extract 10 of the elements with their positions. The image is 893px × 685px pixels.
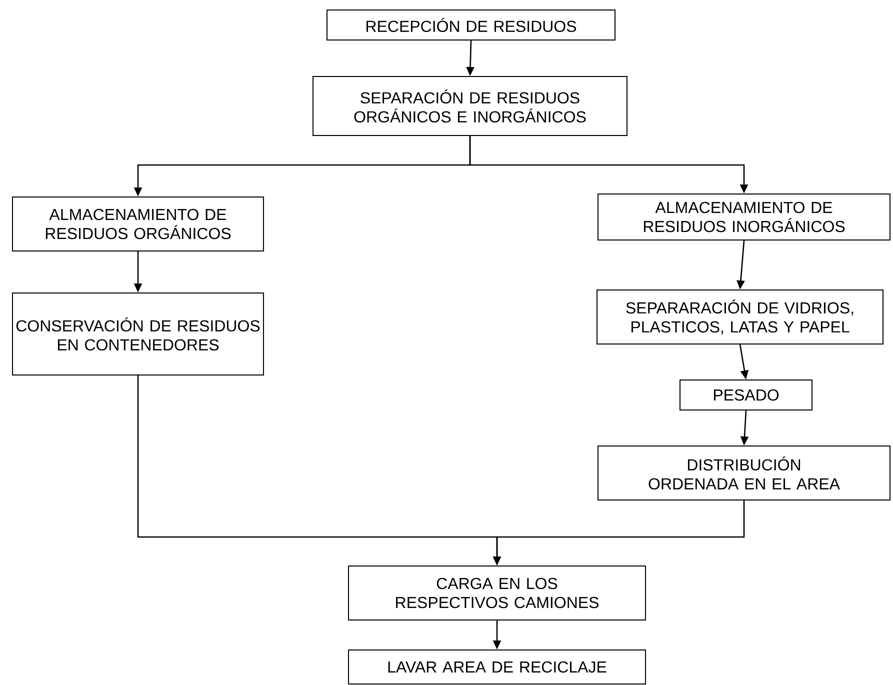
process-box: CONSERVACIÓN DE RESIDUOS EN CONTENEDORES: [12, 292, 264, 376]
process-box: ALMACENAMIENTO DE RESIDUOS ORGÁNICOS: [12, 196, 264, 252]
process-box: SEPARACIÓN DE RESIDUOS ORGÁNICOS E INORGÁNICOS: [312, 76, 628, 136]
process-box: PESADO: [680, 380, 813, 410]
process-box: SEPARARACIÓN DE VIDRIOS, PLASTICOS, LATAS Y PAPEL: [596, 290, 884, 344]
process-box: ALMACENAMIENTO DE RESIDUOS INORGÁNICOS: [598, 194, 891, 240]
process-box: DISTRIBUCIÓN ORDENADA EN EL AREA: [598, 446, 891, 500]
process-box: CARGA EN LOS RESPECTIVOS CAMIONES: [348, 566, 646, 620]
process-box: LAVAR AREA DE RECICLAJE: [348, 650, 646, 684]
process-box: RECEPCIÓN DE RESIDUOS: [326, 10, 616, 40]
